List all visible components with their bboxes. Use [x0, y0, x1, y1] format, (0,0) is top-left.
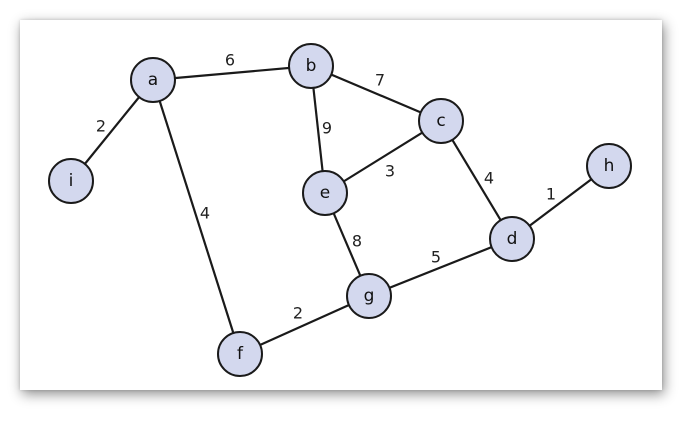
node-b: b [288, 43, 334, 89]
edge-weight-b-e: 9 [322, 119, 332, 138]
node-circle-b [288, 43, 334, 89]
node-label-g: g [364, 286, 375, 306]
node-c: c [418, 98, 464, 144]
edge-a-f [151, 79, 242, 355]
node-circle-d [489, 216, 535, 262]
edge-weight-e-c: 3 [385, 162, 395, 181]
edge-weight-e-g: 8 [352, 232, 362, 251]
node-g: g [346, 273, 392, 319]
node-circle-h [586, 143, 632, 189]
nodes-layer: a b c d e f g h i [48, 43, 632, 377]
node-label-f: f [237, 344, 244, 364]
node-label-h: h [604, 156, 615, 176]
node-h: h [586, 143, 632, 189]
node-label-a: a [148, 70, 158, 90]
edge-a-b [152, 64, 312, 82]
node-label-e: e [320, 183, 330, 203]
node-circle-i [48, 158, 94, 204]
node-circle-c [418, 98, 464, 144]
edge-b-c [310, 64, 442, 123]
edge-weight-a-b: 6 [225, 51, 235, 70]
node-label-b: b [306, 56, 317, 76]
edge-weight-a-i: 2 [96, 117, 106, 136]
node-label-c: c [436, 111, 445, 131]
node-label-i: i [69, 171, 74, 191]
node-d: d [489, 216, 535, 262]
node-circle-f [217, 331, 263, 377]
node-circle-e [302, 170, 348, 216]
node-f: f [217, 331, 263, 377]
node-circle-g [346, 273, 392, 319]
node-circle-a [130, 57, 176, 103]
node-e: e [302, 170, 348, 216]
edge-weights-layer: 6 2 4 7 9 3 4 1 8 5 2 [96, 51, 556, 323]
node-a: a [130, 57, 176, 103]
node-label-d: d [507, 229, 518, 249]
edge-g-d [368, 237, 513, 298]
edge-weight-a-f: 4 [200, 204, 210, 223]
edge-weight-c-d: 4 [484, 169, 494, 188]
edge-weight-b-c: 7 [375, 71, 385, 90]
edge-weight-d-h: 1 [546, 185, 556, 204]
edge-weight-f-g: 2 [293, 304, 303, 323]
edge-f-g [239, 294, 370, 356]
edge-weight-g-d: 5 [431, 248, 441, 267]
node-i: i [48, 158, 94, 204]
